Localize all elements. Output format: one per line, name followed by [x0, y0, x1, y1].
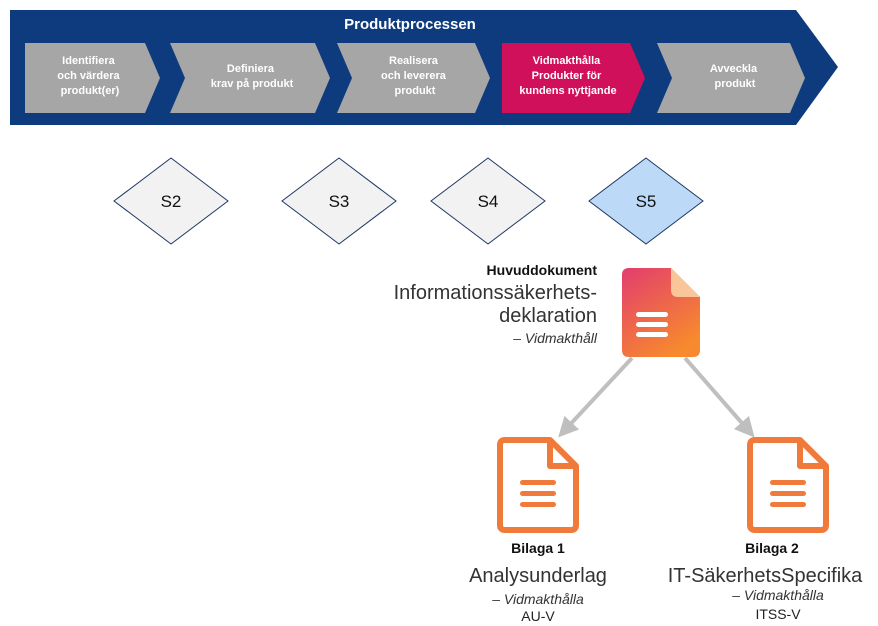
step-3-line-1: Realisera	[389, 55, 439, 67]
svg-text:Definiera krav på produk: Definiera krav på produkt	[211, 63, 294, 90]
step-3-line-2: och leverera	[381, 70, 447, 82]
attachment-1-subtitle: – Vidmakthålla	[492, 591, 584, 607]
step-5-line-2: produkt	[715, 78, 756, 90]
main-doc-heading: Huvuddokument	[486, 262, 597, 278]
step-3-line-3: produkt	[395, 85, 436, 97]
step-5: Avveckla produkt	[657, 43, 805, 113]
step-4-line-1: Vidmakthålla	[533, 55, 602, 67]
main-doc-title-line-1: Informationssäkerhets-	[393, 282, 597, 304]
svg-text:Identifiera och värdera: Identifiera och värdera produkt(er)	[57, 55, 122, 97]
gate-s3-label: S3	[329, 192, 350, 211]
banner-title: Produktprocessen	[344, 16, 476, 33]
step-2-line-1: Definiera	[227, 63, 275, 75]
step-4-line-3: kundens nyttjande	[519, 85, 616, 97]
step-3: Realisera och leverera produkt	[337, 43, 490, 113]
arrow-to-attachment-2	[683, 356, 755, 438]
svg-text:Avveckla produkt: Avveckla produkt	[710, 63, 760, 90]
attachment-1-code: AU-V	[521, 608, 555, 624]
attachment-2-heading: Bilaga 2	[745, 540, 799, 556]
gate-s2-label: S2	[161, 192, 182, 211]
step-5-line-1: Avveckla	[710, 63, 758, 75]
gate-s4-label: S4	[478, 192, 499, 211]
document-icon	[497, 437, 579, 533]
gate-s3: S3	[281, 157, 397, 245]
attachment-1-heading: Bilaga 1	[511, 540, 565, 556]
step-2: Definiera krav på produkt	[170, 43, 330, 113]
step-2-line-2: krav på produkt	[211, 78, 294, 90]
attachment-1-title: Analysunderlag	[469, 565, 607, 587]
gate-s5: S5	[588, 157, 704, 245]
step-1-line-1: Identifiera	[62, 55, 115, 67]
main-doc-title-line-2: deklaration	[499, 305, 597, 327]
gate-s4: S4	[430, 157, 546, 245]
step-1-line-3: produkt(er)	[61, 85, 120, 97]
step-4: Vidmakthålla Produkter för kundens nyttj…	[502, 43, 645, 113]
svg-text:Vidmakthålla Produkter f: Vidmakthålla Produkter för kundens nyttj…	[519, 55, 616, 97]
attachment-2-subtitle: – Vidmakthålla	[732, 587, 824, 603]
attachment-2-title: IT-SäkerhetsSpecifika	[667, 565, 863, 587]
gate-s2: S2	[113, 157, 229, 245]
attachment-2-code: ITSS-V	[755, 606, 801, 622]
arrow-to-attachment-1	[558, 356, 634, 438]
svg-text:Realisera och leverera: Realisera och leverera produkt	[381, 55, 449, 97]
step-1: Identifiera och värdera produkt(er)	[25, 43, 160, 113]
gate-s5-label: S5	[636, 192, 657, 211]
step-4-line-2: Produkter för	[532, 70, 602, 82]
document-icon	[747, 437, 829, 533]
step-1-line-2: och värdera	[57, 70, 120, 82]
document-icon	[622, 268, 700, 357]
main-doc-subtitle: – Vidmakthåll	[513, 330, 597, 346]
